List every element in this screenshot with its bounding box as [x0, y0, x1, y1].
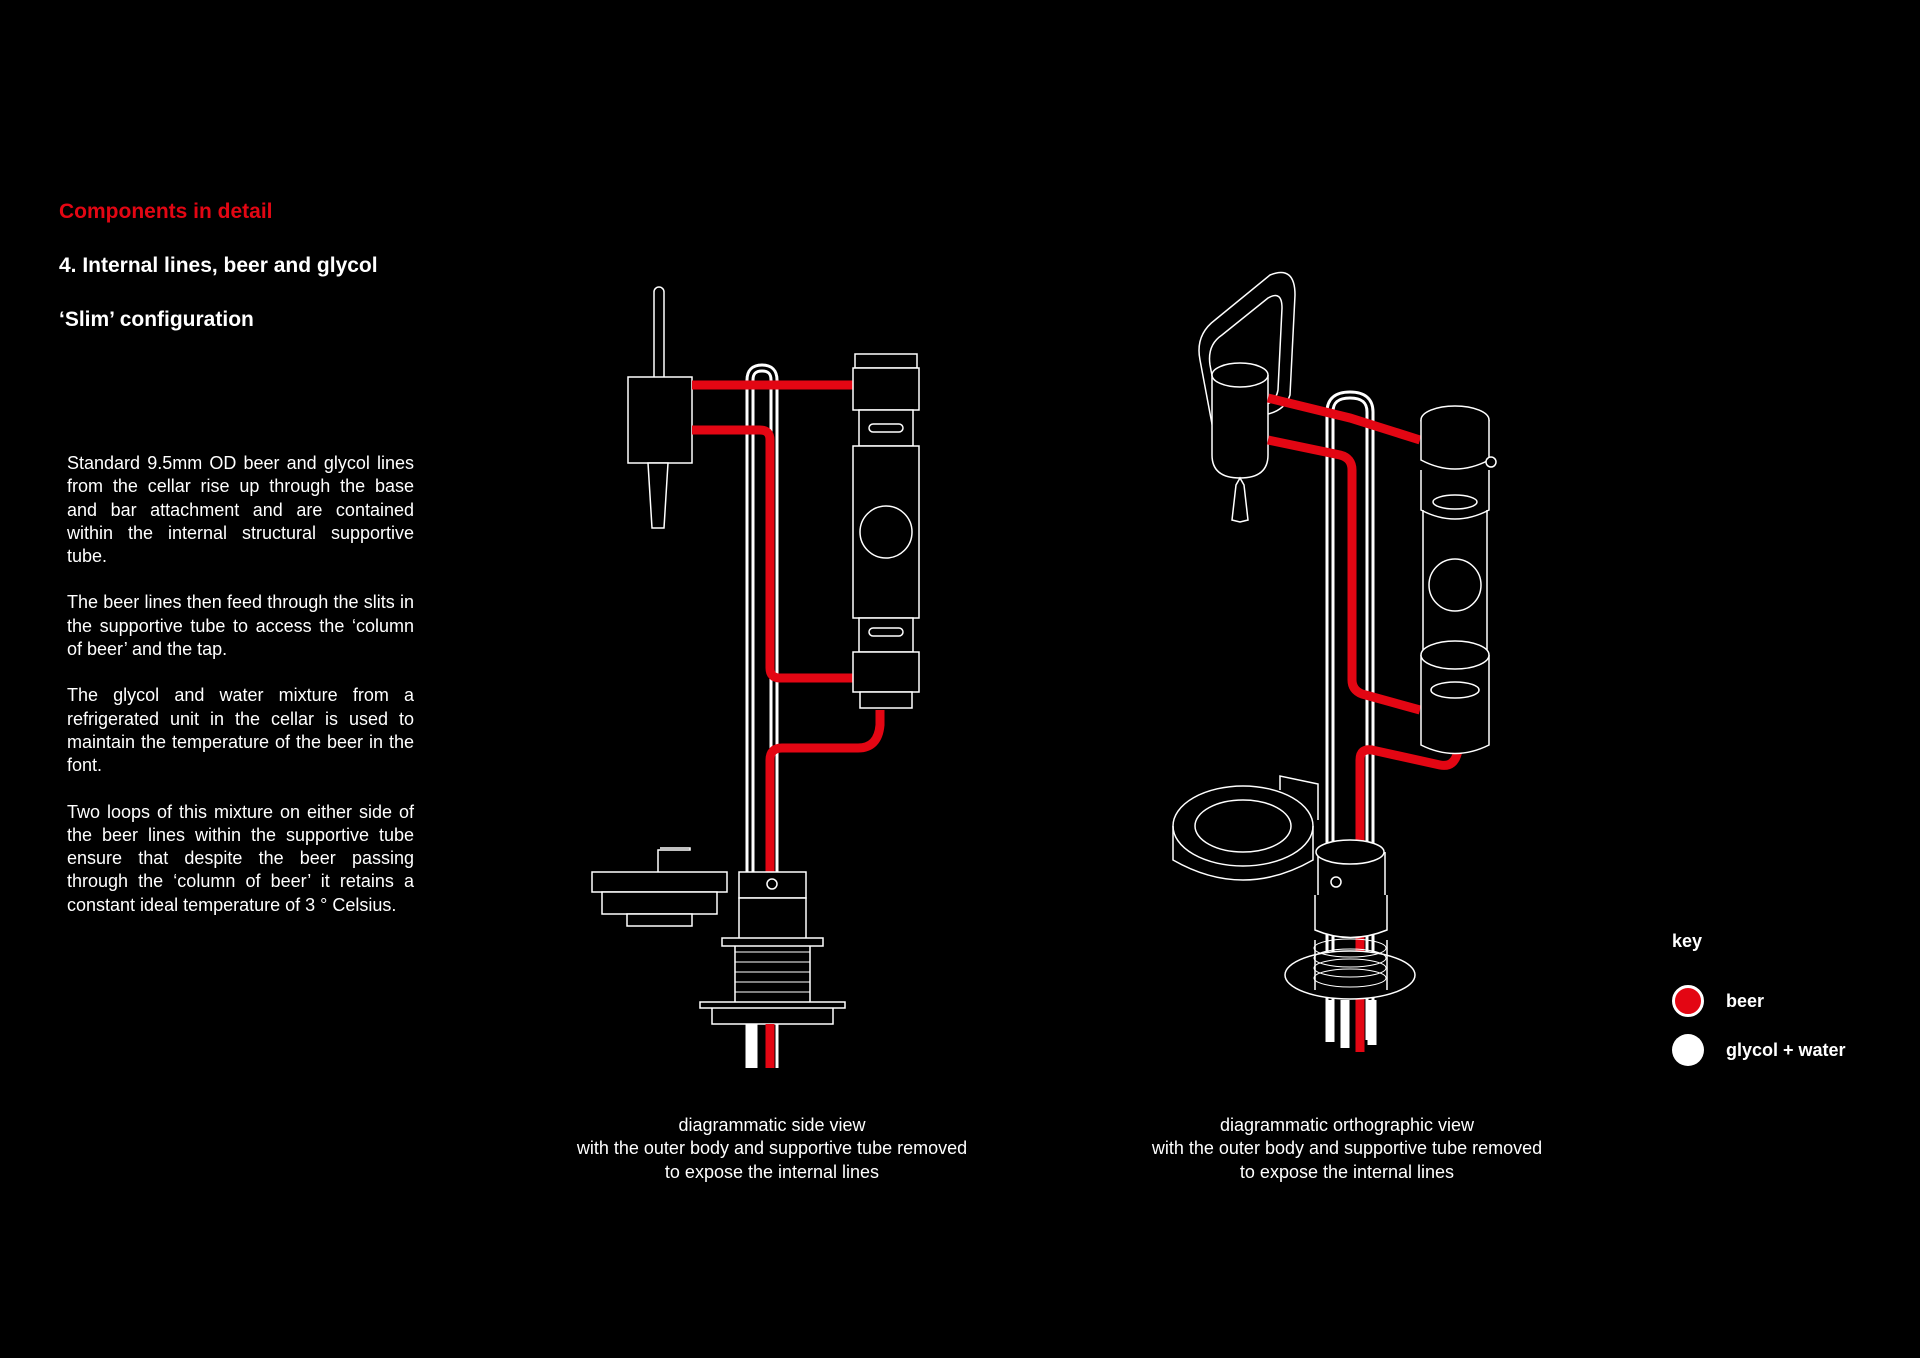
paragraph-4: Two loops of this mixture on either side…: [67, 801, 414, 915]
side-view-caption: diagrammatic side view with the outer bo…: [532, 1114, 1012, 1184]
section-label: Components in detail: [59, 200, 273, 223]
beer-line-supply: [765, 710, 885, 1068]
column-top-cap: [854, 353, 918, 369]
paragraph-3: The glycol and water mixture from a refr…: [67, 685, 414, 776]
side-caption-line3: to expose the internal lines: [664, 1161, 880, 1182]
beer-swatch-icon: [1672, 985, 1704, 1017]
key-beer-label: beer: [1726, 990, 1765, 1011]
ortho-caption-line3: to expose the internal lines: [1239, 1161, 1455, 1182]
description-text: Standard 9.5mm OD beer and glycol lines …: [67, 452, 414, 940]
ortho-base-flange: [1284, 950, 1416, 1000]
threaded-shank: [734, 941, 811, 1005]
beer-line-lower: [692, 425, 853, 683]
ortho-beer-line-supply: [1355, 745, 1463, 1045]
side-view-diagram: [591, 286, 920, 1068]
ortho-beer-line-upper: [1266, 393, 1422, 445]
tap-spout: [647, 462, 669, 529]
bar-mount: [738, 871, 807, 899]
paragraph-2: The beer lines then feed through the sli…: [67, 592, 414, 660]
key-item-beer: beer: [1672, 985, 1764, 1017]
drip-tray: [1172, 785, 1314, 867]
column-base: [859, 691, 913, 709]
page-subtitle: ‘Slim’ configuration: [59, 308, 254, 331]
side-caption-line1: diagrammatic side view: [678, 1115, 866, 1135]
ortho-column-window: [1428, 558, 1482, 612]
ortho-caption-line2: with the outer body and supportive tube …: [1151, 1138, 1543, 1159]
ortho-view-caption: diagrammatic orthographic view with the …: [1107, 1114, 1587, 1184]
ortho-tap-body: [1211, 375, 1269, 479]
key-item-glycol: glycol + water: [1672, 1034, 1846, 1066]
ortho-column-glass: [1422, 510, 1488, 660]
ortho-beer-line-lower: [1267, 435, 1422, 715]
key-title: key: [1672, 931, 1703, 951]
glycol-swatch-icon: [1672, 1034, 1704, 1066]
ortho-view-diagram: [1172, 271, 1497, 1052]
column-window: [859, 505, 913, 559]
ortho-caption-line1: diagrammatic orthographic view: [1219, 1115, 1475, 1135]
side-caption-line2: with the outer body and supportive tube …: [576, 1138, 968, 1159]
paragraph-1: Standard 9.5mm OD beer and glycol lines …: [67, 453, 414, 567]
tap-body: [627, 376, 693, 464]
page-title: 4. Internal lines, beer and glycol: [59, 254, 378, 277]
key-glycol-label: glycol + water: [1726, 1039, 1846, 1060]
